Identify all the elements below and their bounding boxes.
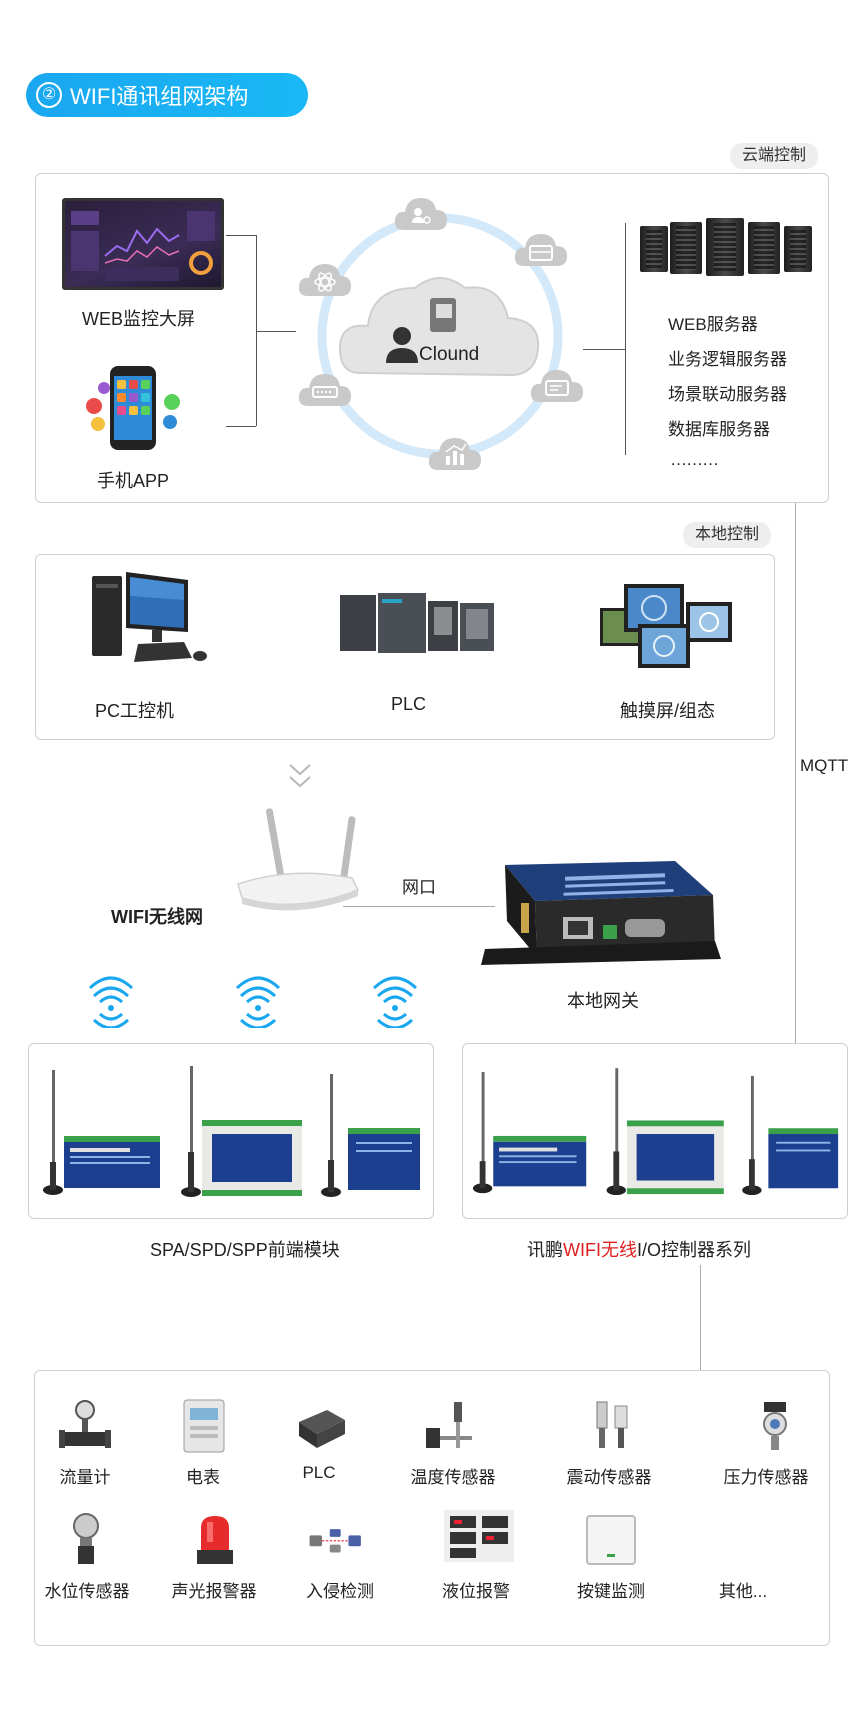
caption-brand: 讯鹏 [527, 1240, 563, 1260]
atom-icon [296, 258, 354, 302]
pc-workstation-image [88, 570, 218, 675]
ethernet-line [343, 906, 495, 907]
flowmeter-icon [57, 1398, 113, 1454]
io-module-devices-image [40, 1062, 424, 1207]
button-switch-icon [583, 1512, 639, 1568]
dashboard-chart-icon [65, 201, 221, 287]
sensor-label-flowmeter: 流量计 [25, 1463, 145, 1488]
caption-series: I/O控制器系列 [637, 1240, 751, 1260]
sensor-label-water-level: 水位传感器 [27, 1577, 147, 1602]
alarm-light-icon [187, 1512, 243, 1568]
electric-meter-icon [176, 1398, 232, 1454]
wifi-network-label: WIFI无线网 [111, 903, 203, 929]
sensor-label-pressure: 压力传感器 [706, 1463, 826, 1488]
section-title-pill: ② WIFI通讯组网架构 [26, 73, 308, 117]
water-level-sensor-icon [58, 1512, 114, 1568]
pressure-sensor-icon [746, 1398, 802, 1454]
liquid-level-alarm-icon [442, 1508, 516, 1564]
web-monitor-screen-image [62, 198, 224, 290]
server-item-scene: 场景联动服务器 [668, 380, 787, 405]
connector-line [700, 1265, 701, 1370]
sensor-label-plc: PLC [259, 1463, 379, 1483]
wifi-signal-icon [233, 968, 283, 1028]
front-end-modules-caption: SPA/SPD/SPP前端模块 [150, 1236, 340, 1262]
wifi-io-controller-devices-image [470, 1062, 842, 1207]
ethernet-port-label: 网口 [402, 873, 436, 898]
plc-device-image [338, 585, 498, 665]
local-control-tag: 本地控制 [683, 522, 771, 548]
mobile-app-label: 手机APP [97, 467, 169, 493]
temperature-sensor-icon [422, 1398, 478, 1454]
wifi-io-controller-caption: 讯鹏WIFI无线I/O控制器系列 [527, 1236, 751, 1262]
connector-line [625, 223, 626, 455]
section-number: ② [36, 82, 62, 108]
mqtt-line [795, 503, 796, 1043]
sensor-label-button: 按键监测 [551, 1577, 671, 1602]
chevron-down-icon [287, 761, 313, 793]
mobile-phone-image [80, 362, 188, 457]
pc-label: PC工控机 [95, 697, 174, 723]
server-racks-image [640, 218, 812, 276]
monitor-screen-icon [528, 364, 586, 408]
connector-line [226, 235, 256, 236]
intrusion-detector-icon [308, 1512, 364, 1568]
sensor-label-vibration: 震动传感器 [549, 1463, 669, 1488]
sensor-label-temperature: 温度传感器 [393, 1463, 513, 1488]
server-item-more: ……… [670, 450, 718, 470]
analytics-chart-icon [426, 432, 484, 476]
caption-highlight: WIFI无线 [563, 1240, 637, 1260]
sensor-label-other: 其他... [683, 1577, 803, 1602]
sensor-label-liquid-level: 液位报警 [416, 1577, 536, 1602]
wifi-signal-icon [86, 968, 136, 1028]
cloud-control-tag: 云端控制 [730, 143, 818, 169]
vibration-sensor-icon [585, 1398, 641, 1454]
user-settings-icon [392, 192, 450, 236]
sensor-label-intrusion: 入侵检测 [280, 1577, 400, 1602]
connector-line [583, 349, 625, 350]
router-device-icon [512, 228, 570, 272]
sensor-label-meter: 电表 [143, 1463, 263, 1488]
mqtt-label: MQTT [800, 756, 848, 776]
plc-icon [293, 1398, 349, 1454]
sensor-label-alarm: 声光报警器 [154, 1577, 274, 1602]
local-gateway-label: 本地网关 [567, 987, 639, 1013]
cloud-label: Clound [419, 344, 479, 366]
wifi-signal-icon [370, 968, 420, 1028]
section-title: WIFI通讯组网架构 [70, 79, 248, 111]
plc-label: PLC [391, 694, 426, 715]
touchscreen-image [598, 578, 738, 678]
local-gateway-image [475, 855, 733, 965]
server-item-web: WEB服务器 [668, 310, 758, 335]
server-item-logic: 业务逻辑服务器 [668, 345, 787, 370]
connector-line [226, 426, 256, 427]
wifi-router-image [232, 806, 362, 916]
server-item-db: 数据库服务器 [668, 415, 770, 440]
touchscreen-label: 触摸屏/组态 [620, 697, 715, 723]
network-switch-icon [296, 368, 354, 412]
web-monitor-label: WEB监控大屏 [82, 305, 195, 331]
